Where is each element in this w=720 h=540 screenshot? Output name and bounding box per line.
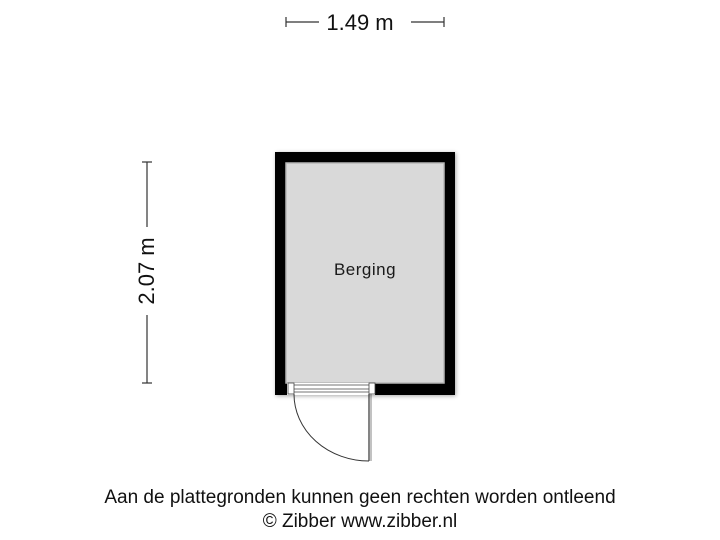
copyright-text: © Zibber www.zibber.nl	[262, 511, 458, 532]
width-dimension-line	[285, 17, 445, 27]
door	[287, 382, 376, 462]
disclaimer-text: Aan de plattegronden kunnen geen rechten…	[104, 487, 616, 508]
width-dimension: 1.49 m	[0, 8, 720, 38]
height-dimension-line	[142, 161, 152, 384]
room-berging-floor	[286, 163, 444, 383]
width-dimension-label: 1.49 m	[320, 10, 400, 35]
room-label-berging: Berging	[333, 260, 397, 279]
height-dimension-label: 2.07 m	[134, 231, 160, 311]
door-swing-arc	[293, 393, 370, 462]
